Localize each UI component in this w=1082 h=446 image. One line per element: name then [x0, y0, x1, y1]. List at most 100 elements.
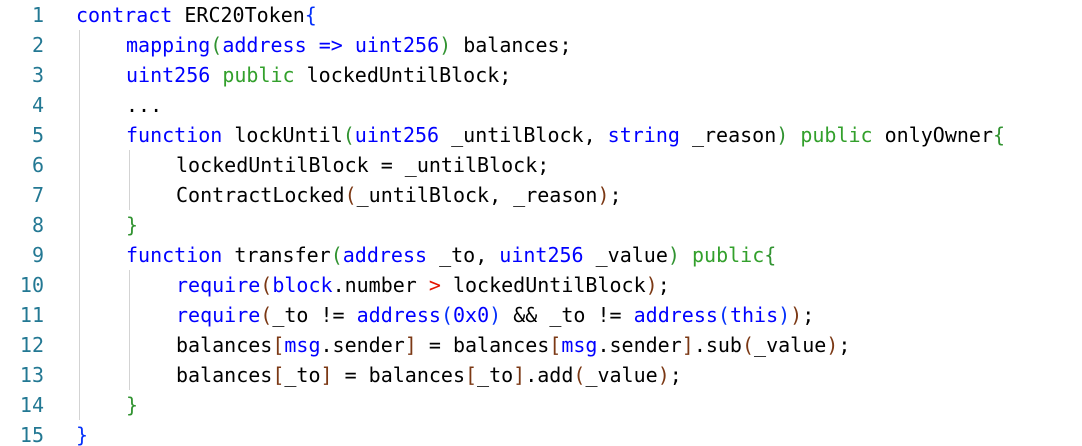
code-token: ( [573, 363, 586, 387]
code-token: balances [176, 363, 273, 387]
code-token: address [356, 303, 441, 327]
code-token [680, 243, 692, 267]
code-token: _to != [272, 303, 357, 327]
code-token: = balances [416, 333, 550, 357]
line-number: 4 [31, 93, 44, 117]
line-number: 1 [31, 3, 44, 27]
code-token: ( [741, 333, 755, 357]
code-token: { [764, 243, 777, 267]
code-token: > [428, 273, 441, 297]
code-token: transfer [222, 243, 331, 267]
code-text: uint256 public lockedUntilBlock; [126, 60, 511, 90]
code-text: ContractLocked(_untilBlock, _reason); [176, 180, 622, 210]
code-token: ( [260, 273, 273, 297]
line-number: 12 [19, 333, 44, 357]
code-token: lockedUntilBlock = _untilBlock; [176, 153, 550, 177]
code-line: 15} [0, 420, 1082, 446]
code-token: ; [838, 333, 851, 357]
code-token: address [633, 303, 718, 327]
code-text: } [76, 420, 88, 446]
code-token: uint256 [126, 63, 211, 87]
code-line: 1 contract ERC20Token{ [0, 0, 1082, 30]
line-number: 13 [19, 363, 44, 387]
code-token: ] [513, 363, 526, 387]
code-token: ... [126, 93, 163, 117]
code-token: ) [790, 303, 803, 327]
code-token: function [126, 243, 223, 267]
code-token: ) [826, 333, 839, 357]
code-token: { [304, 3, 317, 27]
code-token: ) [776, 123, 789, 147]
code-token: mapping [126, 33, 211, 57]
code-token [788, 123, 800, 147]
line-number: 10 [19, 273, 44, 297]
code-token: _value [585, 363, 658, 387]
code-text: contract ERC20Token{ [76, 0, 317, 30]
code-token: .number [332, 273, 429, 297]
code-text: balances[_to] = balances[_to].add(_value… [176, 360, 682, 390]
code-line: 3 uint256 public lockedUntilBlock; [0, 60, 1082, 90]
line-number: 7 [31, 183, 44, 207]
code-token: ( [210, 33, 223, 57]
code-token: .sender [320, 333, 405, 357]
code-text: require(_to != address(0x0) && _to != ad… [176, 300, 814, 330]
code-line: 4... [0, 90, 1082, 120]
code-token: contract [76, 3, 173, 27]
code-token: _to [477, 363, 514, 387]
code-token: ) [439, 33, 452, 57]
code-token: _to, [427, 243, 500, 267]
line-number: 2 [31, 33, 44, 57]
code-token: _value [583, 243, 668, 267]
code-token: uint256 [499, 243, 584, 267]
line-number: 5 [31, 123, 44, 147]
line-number: 3 [31, 63, 44, 87]
code-token [210, 63, 222, 87]
code-text: } [126, 210, 138, 240]
code-token: .sender [597, 333, 682, 357]
code-token: ( [440, 303, 453, 327]
code-token: address [222, 33, 307, 57]
code-token: require [176, 303, 261, 327]
code-token: ] [681, 333, 694, 357]
line-number: 8 [31, 213, 44, 237]
code-token: _untilBlock, _reason [356, 183, 598, 207]
code-token: ) [597, 183, 610, 207]
code-token: require [176, 273, 261, 297]
code-token: ( [260, 303, 273, 327]
code-token: onlyOwner [872, 123, 994, 147]
code-token: ; [657, 273, 670, 297]
code-token: balances; [451, 33, 572, 57]
code-token: lockedUntilBlock [440, 273, 646, 297]
line-number: 9 [31, 243, 44, 267]
code-token: ) [778, 303, 791, 327]
code-text: function transfer(address _to, uint256 _… [126, 240, 776, 270]
code-token: ) [489, 303, 502, 327]
code-token: _untilBlock, [439, 123, 608, 147]
code-token: ; [609, 183, 622, 207]
code-token: ) [667, 243, 680, 267]
code-token: ( [344, 183, 357, 207]
code-token: { [993, 123, 1006, 147]
code-token: 0x0 [452, 303, 490, 327]
code-token: ContractLocked [176, 183, 345, 207]
code-token: _reason [679, 123, 777, 147]
code-token: ] [404, 333, 417, 357]
code-token: [ [549, 333, 562, 357]
code-token: ] [320, 363, 333, 387]
code-token: public [222, 63, 295, 87]
code-token: this [729, 303, 779, 327]
code-token: function [126, 123, 223, 147]
code-token: ( [717, 303, 730, 327]
code-token: [ [272, 333, 285, 357]
code-token: .sub [693, 333, 742, 357]
code-token: lockedUntilBlock; [294, 63, 512, 87]
code-token: msg [284, 333, 321, 357]
code-text: } [126, 390, 138, 420]
code-line: 8} [0, 210, 1082, 240]
line-number: 15 [19, 423, 44, 446]
code-token: _value [754, 333, 827, 357]
